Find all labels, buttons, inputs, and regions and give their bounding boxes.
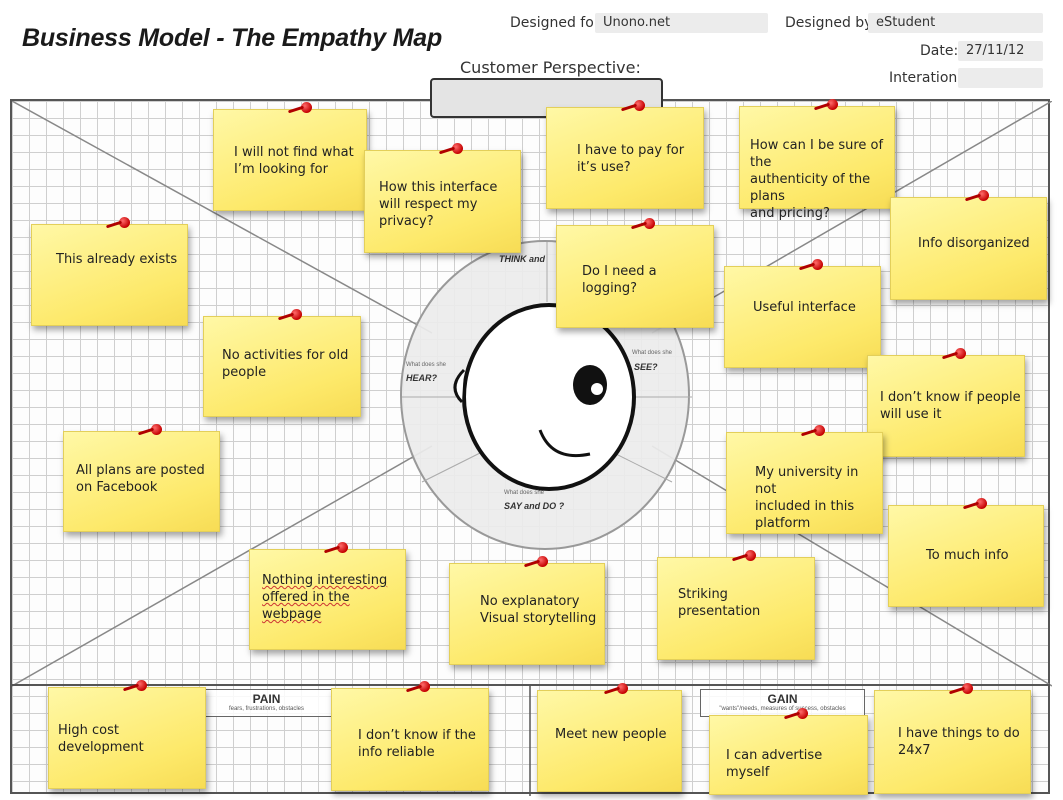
pushpin-icon [784, 708, 810, 720]
see-label: SEE? [634, 362, 658, 372]
sticky-note[interactable]: I will not find what I’m looking for [213, 102, 367, 211]
pushpin-icon [278, 309, 304, 321]
sticky-note[interactable]: No explanatory Visual storytelling [449, 556, 605, 665]
sticky-note[interactable]: No activities for old people [203, 309, 361, 417]
pushpin-icon [732, 550, 758, 562]
date-field[interactable]: 27/11/12 [958, 41, 1043, 61]
sticky-note[interactable]: All plans are posted on Facebook [63, 424, 220, 532]
sticky-note[interactable]: This already exists [31, 217, 188, 326]
pushpin-icon [814, 99, 840, 111]
pushpin-icon [138, 424, 164, 436]
gain-sub: "wants"/needs, measures of success, obst… [719, 706, 846, 712]
pushpin-icon [963, 498, 989, 510]
see-prefix: What does she [632, 350, 673, 356]
sticky-note[interactable]: Info disorganized [890, 190, 1047, 300]
say-prefix: What does she [504, 490, 545, 496]
sticky-note[interactable]: Meet new people [537, 683, 682, 792]
pain-label: PAIN [252, 692, 281, 706]
iteration-field[interactable] [958, 68, 1043, 88]
page-title: Business Model - The Empathy Map [22, 24, 443, 52]
sticky-note[interactable]: How this interface will respect my priva… [364, 143, 521, 253]
designed-by-label: Designed by: [785, 15, 877, 31]
pushpin-icon [949, 683, 975, 695]
hear-prefix: What does she [406, 362, 447, 368]
sticky-note[interactable]: How can I be sure of the authenticity of… [739, 99, 895, 221]
gain-label: GAIN [767, 692, 798, 706]
think-label: THINK and [499, 254, 545, 264]
sticky-note[interactable]: High cost development [48, 680, 206, 789]
date-label: Date: [920, 43, 959, 59]
pushpin-icon [524, 556, 550, 568]
pushpin-icon [439, 143, 465, 155]
sticky-note[interactable]: I don’t know if the info reliable [331, 681, 489, 791]
pushpin-icon [288, 102, 314, 114]
sticky-note[interactable]: Nothing interesting offered in the webpa… [249, 542, 406, 650]
pushpin-icon [631, 218, 657, 230]
pushpin-icon [942, 348, 968, 360]
sticky-note[interactable]: I have things to do 24x7 [874, 683, 1031, 794]
sticky-note[interactable]: To much info [888, 498, 1044, 607]
sticky-note[interactable]: I can advertise myself [709, 708, 868, 795]
pushpin-icon [604, 683, 630, 695]
iteration-label: Interation: [889, 70, 962, 86]
pain-sub: fears, frustrations, obstacles [228, 706, 305, 712]
designed-for-field[interactable]: Unono.net [595, 13, 768, 33]
sticky-note[interactable]: Striking presentation [657, 550, 815, 660]
say-label: SAY and DO ? [504, 501, 565, 511]
pushpin-icon [324, 542, 350, 554]
pain-header: PAIN fears, frustrations, obstacles [200, 689, 333, 717]
empathy-face-circle: THINK and What does she HEAR? What does … [400, 240, 692, 550]
pushpin-icon [799, 259, 825, 271]
pushpin-icon [406, 681, 432, 693]
pushpin-icon [965, 190, 991, 202]
sticky-note[interactable]: I have to pay for it’s use? [546, 100, 704, 209]
gain-header: GAIN "wants"/needs, measures of success,… [700, 689, 865, 717]
pushpin-icon [106, 217, 132, 229]
designed-for-label: Designed for: [510, 15, 605, 31]
sticky-note[interactable]: Do I need a logging? [556, 218, 714, 328]
sticky-note[interactable]: Useful interface [724, 259, 881, 368]
board-diagonals [12, 101, 1052, 687]
pain-gain-band [10, 684, 1050, 796]
hear-label: HEAR? [406, 373, 437, 383]
pushpin-icon [801, 425, 827, 437]
pushpin-icon [123, 680, 149, 692]
face-illustration [402, 242, 692, 491]
pushpin-icon [621, 100, 647, 112]
customer-perspective-label: Customer Perspective: [460, 58, 641, 77]
designed-by-field[interactable]: eStudent [868, 13, 1043, 33]
sticky-note[interactable]: My university in not included in this pl… [726, 425, 883, 534]
sticky-note[interactable]: I don’t know if people will use it [867, 348, 1025, 457]
